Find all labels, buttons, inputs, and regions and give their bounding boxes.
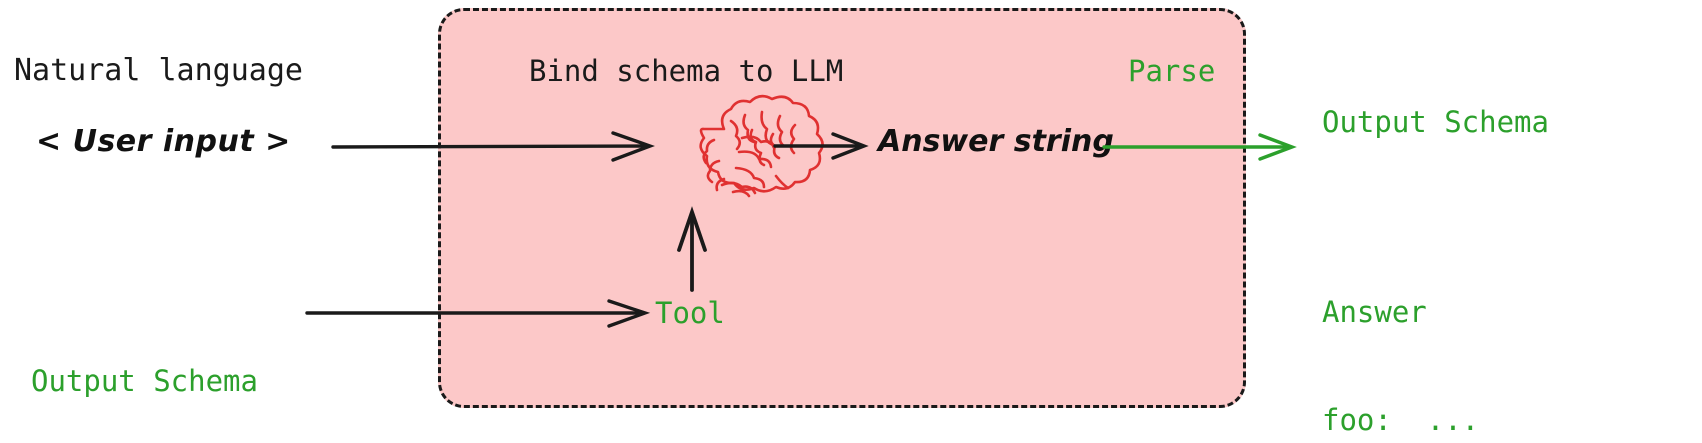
output-schema-block: Output Schema Answer foo: ... bar: ... xyxy=(1322,33,1549,443)
output-schema-foo: foo: ... xyxy=(1322,402,1480,437)
parse-label: Parse xyxy=(1128,54,1216,88)
input-schema-title: Output Schema xyxy=(31,363,258,398)
tool-label: Tool xyxy=(655,296,725,330)
output-schema-title: Output Schema xyxy=(1322,104,1549,139)
natural-language-label: Natural language xyxy=(14,53,303,88)
bind-schema-label: Bind schema to LLM xyxy=(529,54,844,88)
output-answer-line: Answer xyxy=(1322,294,1427,329)
llm-panel xyxy=(438,8,1246,408)
answer-string-text: Answer string xyxy=(878,124,1114,159)
user-input-text: < User input > xyxy=(36,124,291,159)
input-output-schema-block: Output Schema foo: ... bar: ... xyxy=(31,292,258,443)
